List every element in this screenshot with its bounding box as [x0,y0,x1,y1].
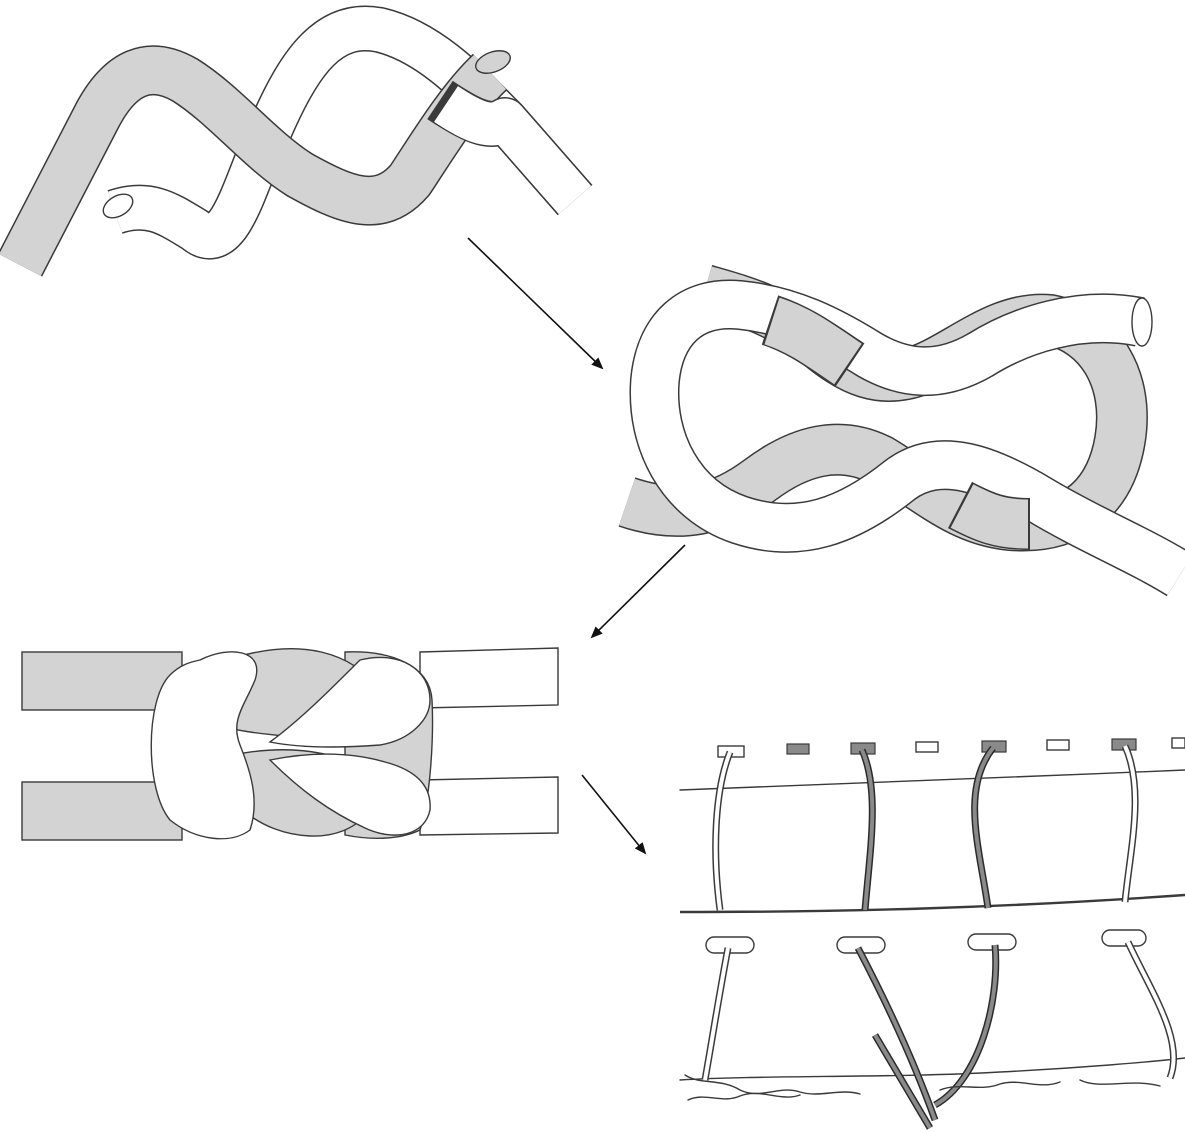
step-2-loose-knot [627,290,1180,575]
step-1-crossed-strands [20,28,575,265]
bottom-stitch-marks [706,930,1146,953]
arrow-1-to-2 [468,238,602,368]
knot-body [151,649,432,839]
bottom-sutures [705,942,1174,1128]
top-sutures [716,746,1135,910]
top-stitch-marks [718,738,1185,757]
arrow-2-to-3 [592,545,685,637]
step-3-tight-knot [22,648,558,840]
step-4-sutured-tissue [680,738,1185,1128]
arrow-3-to-4 [582,775,645,853]
